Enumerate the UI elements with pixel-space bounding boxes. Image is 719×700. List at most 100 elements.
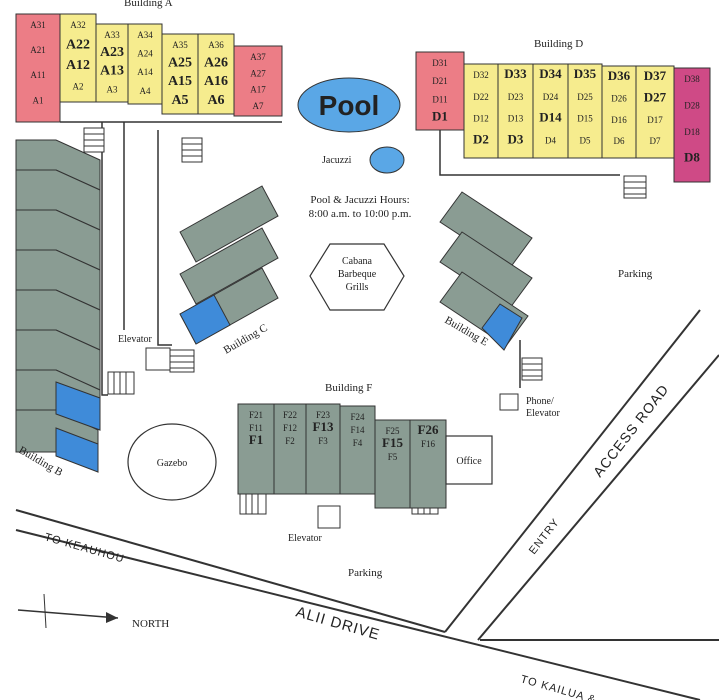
cabana-label: Cabana bbox=[342, 256, 373, 267]
building-d-unit-label: D33 bbox=[504, 66, 527, 81]
pool-label: Pool bbox=[319, 90, 380, 121]
building-d-unit-label: D26 bbox=[611, 93, 627, 103]
elevator-south-label: Elevator bbox=[288, 533, 323, 544]
to-kailua-label: TO KAILUA & ... bbox=[519, 673, 613, 700]
roads bbox=[15, 309, 719, 700]
elevator-south-box bbox=[317, 505, 341, 529]
barbeque-label: Barbeque bbox=[338, 269, 377, 280]
building-a-unit-label: A2 bbox=[73, 81, 84, 91]
jacuzzi-label: Jacuzzi bbox=[322, 155, 352, 166]
building-d-unit-label: D18 bbox=[684, 127, 700, 137]
pool-hours-line1: Pool & Jacuzzi Hours: bbox=[310, 194, 409, 206]
building-f-unit-label: F25 bbox=[385, 426, 400, 436]
building-d-unit-label: D13 bbox=[508, 114, 524, 124]
building-d-unit-label: D37 bbox=[644, 68, 667, 83]
jacuzzi bbox=[369, 146, 405, 174]
stair-building-f-west bbox=[239, 493, 267, 515]
alii-drive-south-edge bbox=[15, 529, 701, 700]
alii-drive-north-edge bbox=[15, 509, 446, 633]
building-f-unit-label: F16 bbox=[421, 439, 436, 449]
access-road-east-edge bbox=[477, 354, 719, 641]
building-d-unit-label: D5 bbox=[580, 136, 591, 146]
building-a-unit-label: A13 bbox=[100, 63, 124, 78]
office-label: Office bbox=[456, 456, 482, 467]
building-a-unit-label: A7 bbox=[253, 101, 264, 111]
stair-building-b bbox=[107, 371, 135, 395]
stairs bbox=[83, 127, 647, 515]
building-d-unit-label: D22 bbox=[473, 92, 489, 102]
building-d-unit-label: D31 bbox=[432, 58, 448, 68]
phone-elevator-label-2: Elevator bbox=[526, 408, 561, 419]
building-d-unit-label: D16 bbox=[611, 115, 627, 125]
building-d-unit-label: D4 bbox=[545, 136, 556, 146]
building-f-unit-label: F24 bbox=[350, 412, 365, 422]
building-b bbox=[15, 139, 101, 473]
stair-building-e bbox=[521, 357, 543, 381]
building-a: A31A21A11A1A32A22A12A2A33A23A13A3A34A24A… bbox=[15, 13, 283, 123]
building-f: F21F11F1F22F12F2F23F13F3F24F14F4F25F15F5… bbox=[237, 403, 447, 509]
building-f-column bbox=[305, 403, 341, 495]
grills-label: Grills bbox=[346, 282, 369, 293]
north-label: NORTH bbox=[132, 618, 169, 630]
building-a-unit-label: A31 bbox=[30, 20, 46, 30]
building-a-unit-label: A6 bbox=[207, 93, 224, 108]
building-d-unit-label: D15 bbox=[577, 114, 593, 124]
building-f-unit-label: F15 bbox=[382, 435, 403, 450]
building-d-unit-label: D34 bbox=[539, 66, 562, 81]
building-a-label: Building A bbox=[124, 0, 173, 9]
building-a-unit-label: A21 bbox=[30, 45, 46, 55]
to-keauhou-label: TO KEAUHOU bbox=[43, 531, 126, 565]
stair-building-c bbox=[169, 349, 195, 373]
building-a-unit-label: A22 bbox=[66, 37, 90, 52]
building-d-column bbox=[463, 63, 499, 159]
elevator-west-label: Elevator bbox=[118, 334, 153, 345]
phone-elevator-label-1: Phone/ bbox=[526, 396, 554, 407]
building-a-column bbox=[15, 13, 61, 123]
pool bbox=[297, 77, 401, 133]
west-walkway bbox=[101, 122, 108, 396]
building-a-column bbox=[161, 33, 199, 115]
building-a-unit-label: A17 bbox=[250, 85, 266, 95]
building-a-unit-label: A11 bbox=[30, 70, 45, 80]
building-c bbox=[179, 185, 279, 345]
building-f-unit-label: F13 bbox=[313, 419, 334, 434]
building-f-column bbox=[409, 419, 447, 509]
building-a-unit-label: A37 bbox=[250, 52, 266, 62]
building-c-segment bbox=[179, 227, 279, 305]
building-d-unit-label: D11 bbox=[432, 94, 447, 104]
building-a-unit-label: A5 bbox=[171, 93, 188, 108]
building-d-unit-label: D12 bbox=[473, 114, 489, 124]
building-d-unit-label: D8 bbox=[684, 150, 700, 165]
elevator-west-box bbox=[145, 347, 171, 371]
building-d-unit-label: D24 bbox=[543, 92, 559, 102]
building-d-unit-label: D6 bbox=[614, 136, 625, 146]
building-d-unit-label: D17 bbox=[647, 115, 663, 125]
building-a-unit-label: A1 bbox=[33, 95, 44, 105]
building-d-unit-label: D2 bbox=[473, 132, 489, 147]
north-arrow: NORTH bbox=[17, 593, 169, 630]
building-a-unit-label: A33 bbox=[104, 30, 120, 40]
building-f-unit-label: F2 bbox=[285, 436, 295, 446]
building-d-unit-label: D1 bbox=[432, 108, 448, 123]
building-c-blue-unit bbox=[179, 294, 231, 345]
building-a-unit-label: A12 bbox=[66, 58, 90, 73]
building-d-unit-label: D25 bbox=[577, 92, 593, 102]
building-d-column bbox=[673, 67, 711, 183]
building-d-unit-label: D27 bbox=[644, 89, 667, 104]
building-f-unit-label: F1 bbox=[249, 432, 263, 447]
building-d-column bbox=[497, 63, 534, 159]
building-a-unit-label: A15 bbox=[168, 74, 192, 89]
building-d-unit-label: D38 bbox=[684, 74, 700, 84]
building-f-unit-label: F4 bbox=[353, 438, 363, 448]
building-d-unit-label: D28 bbox=[684, 101, 700, 111]
office bbox=[445, 435, 493, 485]
building-f-unit-label: F11 bbox=[249, 423, 263, 433]
building-d-unit-label: D35 bbox=[574, 66, 597, 81]
building-d-unit-label: D32 bbox=[473, 70, 489, 80]
phone-elevator-box bbox=[499, 393, 519, 411]
building-b-blue-unit bbox=[55, 427, 99, 473]
building-c-segment bbox=[179, 185, 279, 263]
building-a-column bbox=[59, 13, 97, 103]
building-f-unit-label: F14 bbox=[350, 425, 365, 435]
